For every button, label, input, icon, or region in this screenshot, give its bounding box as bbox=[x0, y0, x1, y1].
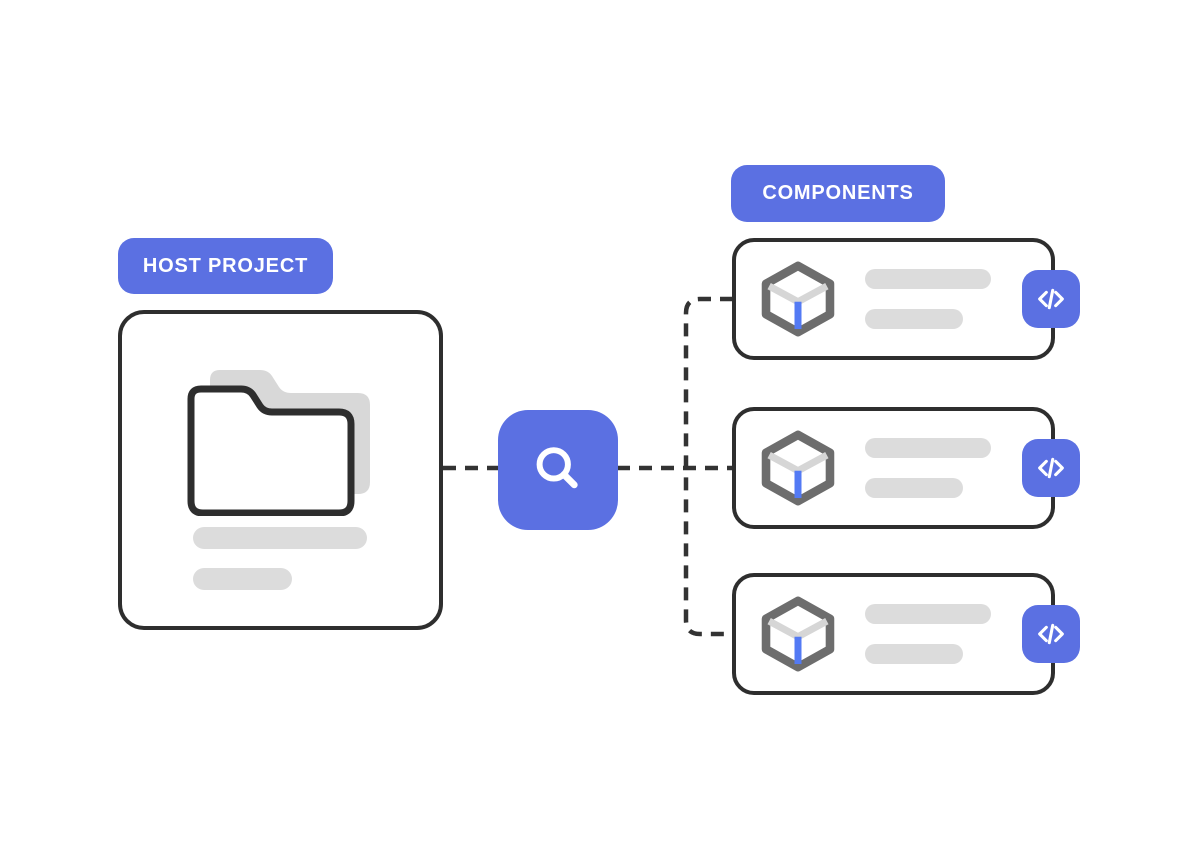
component-card bbox=[732, 573, 1080, 695]
search-icon bbox=[536, 447, 578, 489]
host-project-label-text: HOST PROJECT bbox=[142, 254, 309, 277]
components-label: COMPONENTS bbox=[731, 165, 945, 222]
package-icon bbox=[761, 596, 835, 672]
code-button bbox=[1022, 270, 1080, 328]
placeholder-bar bbox=[865, 438, 991, 458]
code-icon bbox=[1038, 288, 1064, 310]
placeholder-bar bbox=[865, 478, 963, 498]
code-button bbox=[1022, 439, 1080, 497]
placeholder-bar bbox=[865, 269, 991, 289]
components-label-text: COMPONENTS bbox=[762, 182, 914, 204]
dashed-branch-to-cards bbox=[683, 296, 733, 637]
placeholder-bar bbox=[193, 568, 292, 590]
card-placeholder-bars bbox=[865, 269, 991, 329]
component-card bbox=[732, 238, 1080, 360]
host-placeholder-bars bbox=[193, 527, 367, 590]
card-placeholder-bars bbox=[865, 604, 991, 664]
card-placeholder-bars bbox=[865, 438, 991, 498]
placeholder-bar bbox=[865, 644, 963, 664]
component-card bbox=[732, 407, 1080, 529]
package-icon bbox=[761, 261, 835, 337]
folder-front-shape bbox=[187, 385, 355, 517]
search-button bbox=[498, 410, 618, 530]
placeholder-bar bbox=[193, 527, 367, 549]
code-button bbox=[1022, 605, 1080, 663]
host-project-box bbox=[118, 310, 443, 630]
placeholder-bar bbox=[865, 309, 963, 329]
code-icon bbox=[1038, 623, 1064, 645]
host-project-label: HOST PROJECT bbox=[118, 238, 333, 294]
package-icon bbox=[761, 430, 835, 506]
placeholder-bar bbox=[865, 604, 991, 624]
code-icon bbox=[1038, 457, 1064, 479]
folder-icon bbox=[174, 366, 379, 517]
